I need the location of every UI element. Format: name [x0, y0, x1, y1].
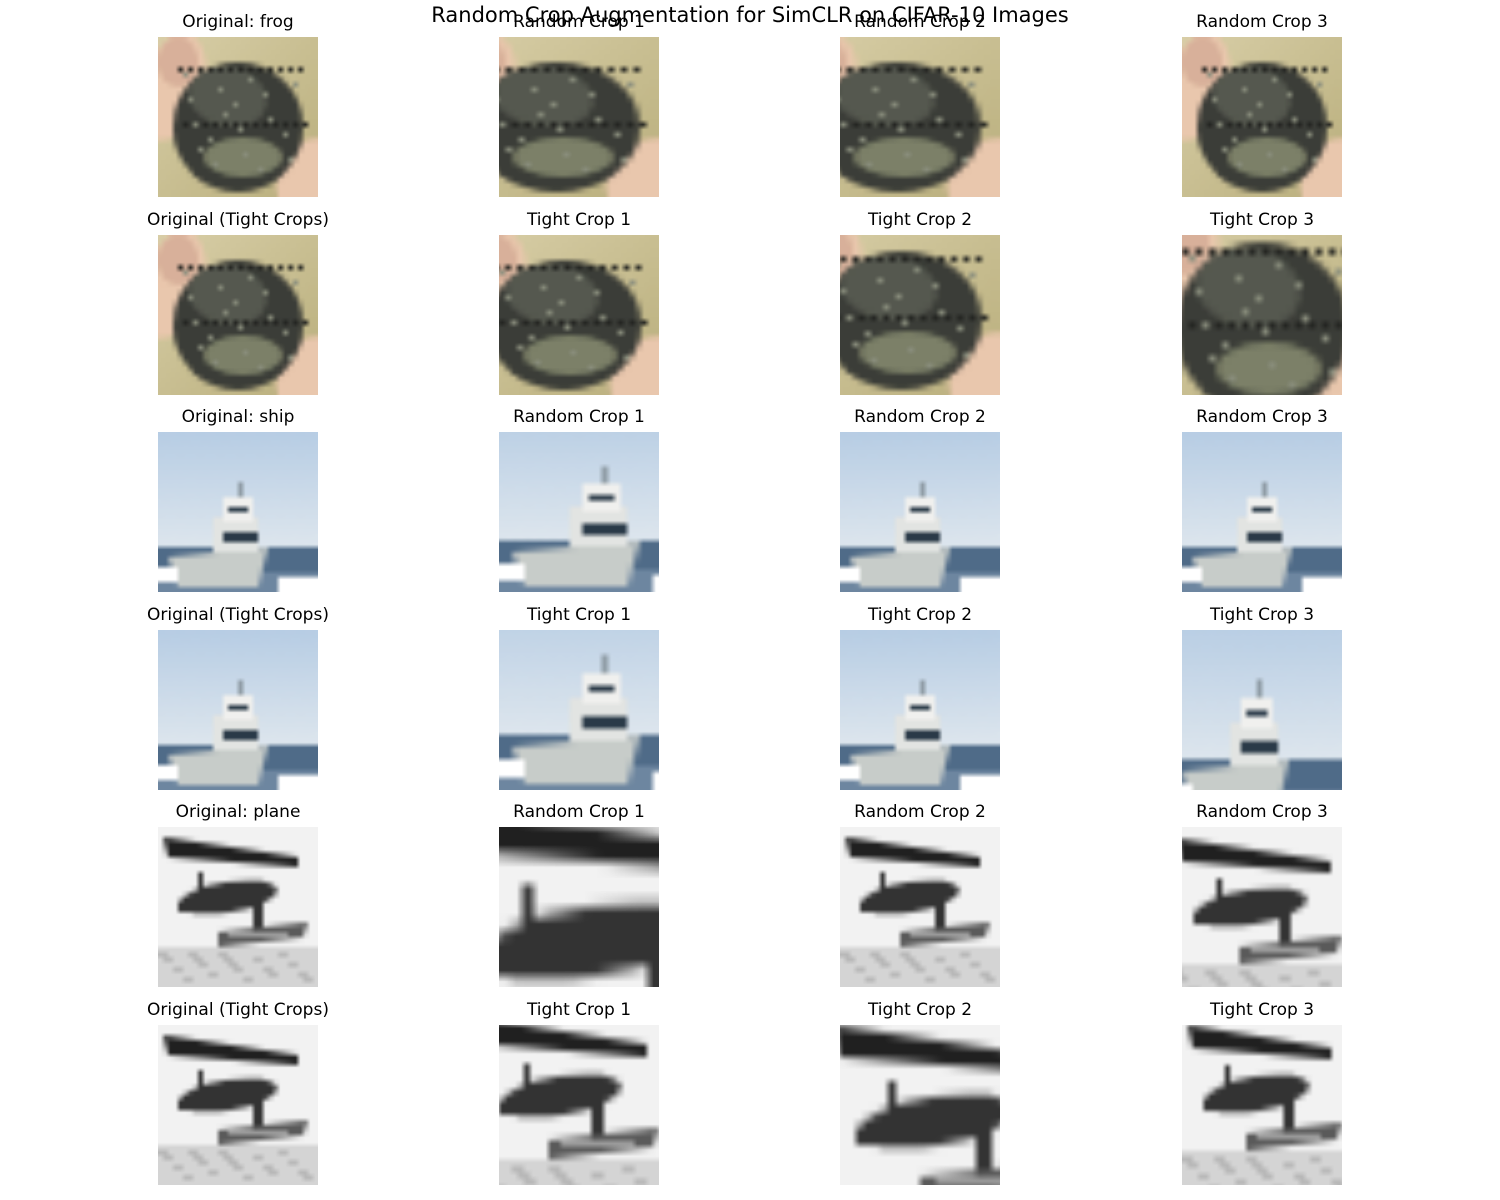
image-cell: Original: ship — [128, 407, 348, 592]
image-cell: Random Crop 3 — [1152, 802, 1372, 987]
cifar-ship-image — [158, 432, 318, 592]
image-cell: Tight Crop 3 — [1152, 605, 1372, 790]
subplot-title: Random Crop 1 — [513, 802, 645, 822]
cifar-plane-image — [499, 827, 659, 987]
image-cell: Tight Crop 1 — [469, 605, 689, 790]
image-cell: Original (Tight Crops) — [128, 1000, 348, 1185]
subplot-title: Tight Crop 1 — [526, 605, 632, 625]
cifar-ship-image — [499, 432, 659, 592]
figure-title: Random Crop Augmentation for SimCLR on C… — [431, 3, 1069, 27]
subplot-title: Random Crop 1 — [513, 12, 645, 32]
subplot-title: Random Crop 1 — [513, 407, 645, 427]
subplot-title: Tight Crop 2 — [867, 605, 973, 625]
cifar-frog-image — [158, 235, 318, 395]
subplot-title: Tight Crop 1 — [526, 210, 632, 230]
subplot-title: Random Crop 2 — [854, 407, 986, 427]
cifar-frog-image — [499, 235, 659, 395]
image-cell: Tight Crop 1 — [469, 210, 689, 395]
cifar-frog-image — [840, 37, 1000, 197]
subplot-title: Tight Crop 3 — [1209, 605, 1315, 625]
image-cell: Tight Crop 2 — [810, 210, 1030, 395]
subplot-title: Tight Crop 2 — [867, 1000, 973, 1020]
subplot-title: Tight Crop 3 — [1209, 1000, 1315, 1020]
cifar-plane-image — [158, 1025, 318, 1185]
subplot-title: Random Crop 3 — [1196, 407, 1328, 427]
subplot-title: Original: ship — [181, 407, 295, 427]
cifar-plane-image — [499, 1025, 659, 1185]
cifar-ship-image — [840, 432, 1000, 592]
image-cell: Tight Crop 3 — [1152, 1000, 1372, 1185]
image-cell: Tight Crop 1 — [469, 1000, 689, 1185]
subplot-title: Random Crop 2 — [854, 12, 986, 32]
cifar-plane-image — [1182, 1025, 1342, 1185]
image-cell: Random Crop 1 — [469, 12, 689, 197]
image-cell: Original: plane — [128, 802, 348, 987]
image-cell: Random Crop 2 — [810, 12, 1030, 197]
cifar-frog-image — [840, 235, 1000, 395]
subplot-title: Original (Tight Crops) — [147, 605, 329, 625]
cifar-plane-image — [840, 827, 1000, 987]
subplot-title: Tight Crop 1 — [526, 1000, 632, 1020]
image-cell: Random Crop 3 — [1152, 12, 1372, 197]
cifar-frog-image — [499, 37, 659, 197]
cifar-ship-image — [840, 630, 1000, 790]
cifar-plane-image — [158, 827, 318, 987]
subplot-title: Random Crop 3 — [1196, 12, 1328, 32]
subplot-title: Original: frog — [182, 12, 294, 32]
cifar-ship-image — [1182, 630, 1342, 790]
subplot-title: Tight Crop 3 — [1209, 210, 1315, 230]
image-cell: Tight Crop 2 — [810, 1000, 1030, 1185]
subplot-title: Original (Tight Crops) — [147, 1000, 329, 1020]
image-cell: Tight Crop 3 — [1152, 210, 1372, 395]
cifar-plane-image — [840, 1025, 1000, 1185]
image-cell: Original (Tight Crops) — [128, 605, 348, 790]
cifar-ship-image — [499, 630, 659, 790]
image-cell: Original: frog — [128, 12, 348, 197]
cifar-frog-image — [1182, 235, 1342, 395]
subplot-title: Random Crop 3 — [1196, 802, 1328, 822]
cifar-frog-image — [158, 37, 318, 197]
cifar-frog-image — [1182, 37, 1342, 197]
image-cell: Random Crop 1 — [469, 407, 689, 592]
cifar-ship-image — [158, 630, 318, 790]
image-cell: Original (Tight Crops) — [128, 210, 348, 395]
subplot-title: Original: plane — [175, 802, 301, 822]
subplot-title: Tight Crop 2 — [867, 210, 973, 230]
image-cell: Random Crop 2 — [810, 802, 1030, 987]
subplot-title: Random Crop 2 — [854, 802, 986, 822]
cifar-ship-image — [1182, 432, 1342, 592]
cifar-plane-image — [1182, 827, 1342, 987]
image-cell: Random Crop 3 — [1152, 407, 1372, 592]
subplot-title: Original (Tight Crops) — [147, 210, 329, 230]
image-cell: Random Crop 2 — [810, 407, 1030, 592]
image-cell: Tight Crop 2 — [810, 605, 1030, 790]
image-cell: Random Crop 1 — [469, 802, 689, 987]
